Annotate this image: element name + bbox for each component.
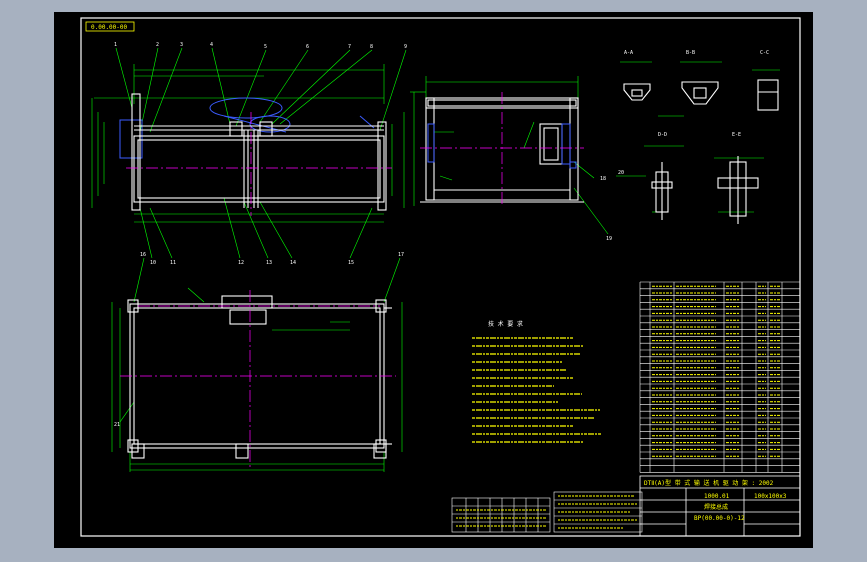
title-text: DTⅡ(A)型 带 式 输 送 机 驱 动 架 : 2002 (644, 479, 774, 487)
section-views: A-A B-B C-C D-D E-E (616, 50, 780, 224)
callout: 11 (170, 260, 176, 266)
technical-notes: 技 术 要 求 (472, 320, 602, 443)
section-label: E-E (732, 132, 741, 138)
side-view (410, 76, 609, 235)
bill-of-materials (639, 281, 801, 473)
schedule-table (451, 491, 643, 533)
callout: 14 (290, 260, 296, 266)
callout: 15 (348, 260, 354, 266)
callout: 19 (606, 236, 612, 242)
cad-drawing-sheet: 0.00.00-00 (54, 12, 813, 548)
material-text: 焊接总成 (704, 503, 728, 511)
callout: 4 (210, 42, 213, 48)
title-block: DTⅡ(A)型 带 式 输 送 机 驱 动 架 : 2002 1000.01 1… (639, 475, 801, 537)
drawing-frame (80, 17, 801, 537)
callout: 17 (398, 252, 404, 258)
callout: 3 (180, 42, 183, 48)
section-label: C-C (760, 50, 769, 56)
plan-view (111, 257, 403, 472)
section-label: D-D (658, 132, 667, 138)
drawing-number: BP(00.00-0)-12 (694, 515, 745, 522)
callout: 7 (348, 44, 351, 50)
callout-labels: 1 2 3 4 5 6 7 8 9 10 11 12 13 14 15 16 1… (114, 42, 624, 428)
callout: 10 (150, 260, 156, 266)
callout: 1 (114, 42, 117, 48)
weight-text: 100ⅹ100ⅹ3 (754, 493, 787, 500)
corner-label: 0.00.00-00 (91, 24, 128, 31)
callout: 20 (618, 170, 624, 176)
callout: 6 (306, 44, 309, 50)
callout: 16 (140, 252, 146, 258)
callout: 13 (266, 260, 272, 266)
callout: 5 (264, 44, 267, 50)
section-label: B-B (686, 50, 695, 56)
callout: 18 (600, 176, 606, 182)
cad-canvas: 0.00.00-00 (80, 17, 801, 537)
section-label: A-A (624, 50, 633, 56)
callout: 2 (156, 42, 159, 48)
notes-title: 技 术 要 求 (488, 320, 523, 328)
scale-text: 1000.01 (704, 493, 730, 500)
front-view (91, 47, 407, 259)
corner-label-box (85, 21, 135, 32)
callout: 8 (370, 44, 373, 50)
callout: 12 (238, 260, 244, 266)
callout: 21 (114, 422, 120, 428)
callout: 9 (404, 44, 407, 50)
